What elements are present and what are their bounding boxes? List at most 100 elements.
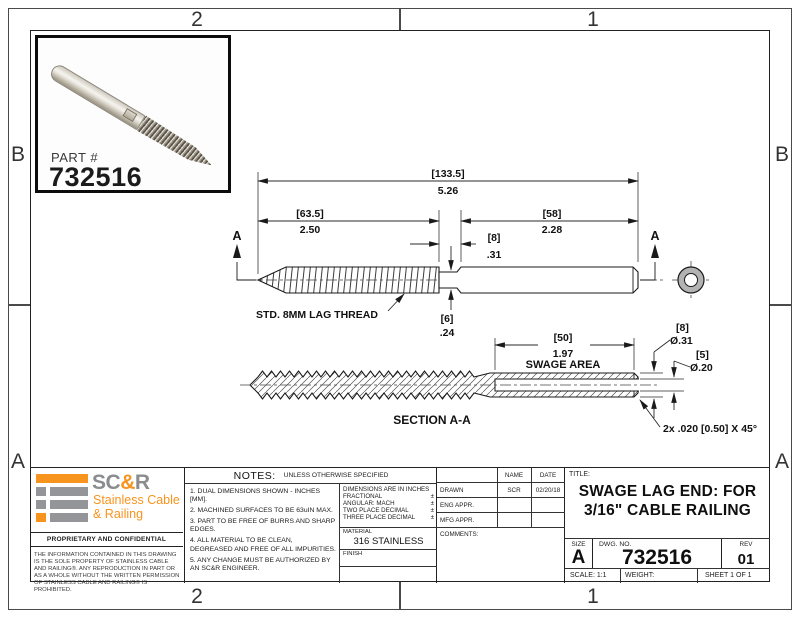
tol-label: FRACTIONAL — [343, 493, 383, 500]
swage-area-label: SWAGE AREA — [526, 359, 601, 371]
rev-value: 01 — [737, 551, 755, 568]
approvals-header-row: NAME DATE — [437, 468, 565, 483]
size-box: SIZE A — [565, 539, 593, 568]
note-item: 5. ANY CHANGE MUST BE AUTHORIZED BY AN S… — [190, 556, 331, 572]
scale-label: SCALE: 1:1 — [570, 572, 607, 579]
tolerance-column: DIMENSIONS ARE IN INCHES FRACTIONAL± ANG… — [339, 484, 437, 583]
zone-label-right-b: B — [774, 143, 789, 166]
dim-shank-in: 2.28 — [542, 224, 563, 236]
dim-shank-mm: [58] — [543, 208, 562, 220]
logo-r: R — [134, 471, 150, 494]
zone-label-bottom-2: 2 — [191, 585, 203, 608]
approval-label: DRAWN — [440, 487, 464, 494]
title-block: SC&R Stainless Cable & Railing PROPRIETA… — [30, 467, 770, 593]
sheet-label: SHEET 1 OF 1 — [705, 572, 752, 579]
notes-list: 1. DUAL DIMENSIONS SHOWN - INCHES [MM]. … — [190, 488, 336, 576]
main-body-profile — [438, 266, 639, 294]
dim-hole-mm: [5] — [696, 349, 709, 361]
approval-row-mfg: MFG APPR. — [437, 513, 565, 528]
section-view: [50] 1.97 SWAGE AREA [8] Ø.31 [5] Ø.20 2… — [240, 322, 757, 435]
rev-label: REV — [739, 541, 753, 548]
part-number-value: 732516 — [49, 162, 143, 192]
tol-value: ± — [430, 507, 434, 514]
approval-row-drawn: DRAWN SCR 02/20/18 — [437, 483, 565, 498]
note-item: 2. MACHINED SURFACES TO BE 63uIN MAX. — [190, 507, 333, 515]
part-number-label: PART # — [51, 150, 99, 165]
title-cell: TITLE: SWAGE LAG END: FOR 3/16" CABLE RA… — [565, 468, 770, 538]
zone-label-top-2: 2 — [191, 8, 203, 31]
size-label: SIZE — [571, 541, 586, 548]
dim-swage-in: 1.97 — [553, 348, 574, 360]
rev-box: REV 01 — [722, 539, 770, 568]
drawing-title-line1: SWAGE LAG END: FOR — [578, 483, 757, 500]
thread-note-label: STD. 8MM LAG THREAD — [256, 309, 378, 321]
size-row: SIZE A DWG. NO. 732516 REV 01 — [565, 538, 770, 569]
tol-label: THREE PLACE DECIMAL — [343, 514, 416, 521]
notes-header: NOTES: UNLESS OTHERWISE SPECIFIED — [185, 468, 437, 484]
material-box: MATERIAL 316 STAINLESS — [340, 528, 437, 550]
approval-date: 02/20/18 — [535, 487, 561, 494]
dim-swage-mm: [50] — [554, 332, 573, 344]
zone-tick-left — [8, 304, 30, 306]
material-value: 316 STAINLESS — [353, 536, 424, 547]
tolerance-header: DIMENSIONS ARE IN INCHES — [343, 486, 430, 493]
title-label: TITLE: — [569, 471, 591, 478]
end-view — [672, 261, 710, 299]
size-value: A — [571, 547, 586, 568]
company-logo-icon — [36, 473, 88, 525]
section-cut-line: A A — [232, 229, 660, 281]
dim-od-mm: [8] — [676, 322, 689, 334]
zone-label-bottom-1: 1 — [587, 585, 599, 608]
dim-hole-in: Ø.20 — [690, 362, 713, 374]
proprietary-banner: PROPRIETARY AND CONFIDENTIAL — [30, 532, 183, 547]
zone-tick-bottom — [399, 582, 401, 610]
weight-label: WEIGHT: — [625, 572, 655, 579]
dim-neck-dia-in: .24 — [440, 327, 455, 339]
dim-thread-mm: [63.5] — [296, 208, 323, 220]
note-item: 1. DUAL DIMENSIONS SHOWN - INCHES [MM]. — [190, 488, 321, 504]
part-photo-inset: PART # 732516 — [35, 35, 231, 193]
section-letter-left: A — [232, 229, 241, 243]
name-header: NAME — [504, 472, 524, 479]
dim-neck-len-in: .31 — [487, 249, 502, 261]
drawing-title-line2: 3/16" CABLE RAILING — [583, 502, 752, 519]
section-letter-right: A — [650, 229, 659, 243]
dim-neck-len-mm: [8] — [488, 232, 501, 244]
dim-neck-dia-mm: [6] — [441, 313, 454, 325]
company-tagline-1: Stainless Cable — [93, 493, 180, 507]
tol-value: ± — [430, 493, 434, 500]
finish-box: FINISH — [340, 550, 437, 567]
zone-tick-right — [770, 304, 792, 306]
section-title: SECTION A-A — [393, 413, 471, 427]
tolerance-box: DIMENSIONS ARE IN INCHES FRACTIONAL± ANG… — [340, 484, 437, 528]
dim-od-in: Ø.31 — [670, 335, 693, 347]
approvals-cell: NAME DATE DRAWN SCR 02/20/18 ENG APPR. M… — [437, 468, 565, 583]
comments-label: COMMENTS: — [440, 531, 479, 538]
company-tagline-2: & Railing — [93, 507, 144, 521]
zone-tick-top — [399, 8, 401, 30]
zone-label-left-a: A — [10, 450, 25, 473]
date-header: DATE — [539, 472, 557, 479]
approval-row-eng: ENG APPR. — [437, 498, 565, 513]
dim-overall-in: 5.26 — [438, 185, 459, 197]
comments-box: COMMENTS: — [437, 528, 565, 583]
notes-header-sub: UNLESS OTHERWISE SPECIFIED — [283, 472, 389, 479]
legal-disclaimer: THE INFORMATION CONTAINED IN THIS DRAWIN… — [34, 552, 180, 593]
note-item: 4. ALL MATERIAL TO BE CLEAN, DEGREASED A… — [190, 537, 336, 553]
company-name: SC&R — [92, 471, 150, 495]
tol-label: TWO PLACE DECIMAL — [343, 507, 409, 514]
note-item: 3. PART TO BE FREE OF BURRS AND SHARP ED… — [190, 518, 336, 534]
logo-cell: SC&R Stainless Cable & Railing PROPRIETA… — [30, 468, 185, 593]
finish-label: FINISH — [343, 551, 363, 557]
zone-label-top-1: 1 — [587, 8, 599, 31]
dim-thread-in: 2.50 — [300, 224, 321, 236]
approval-label: MFG APPR. — [440, 517, 475, 524]
dwg-no-label: DWG. NO. — [599, 541, 632, 548]
dwg-no-value: 732516 — [621, 546, 693, 569]
footer-row: SCALE: 1:1 WEIGHT: SHEET 1 OF 1 — [565, 568, 770, 583]
notes-header-title: NOTES: — [233, 469, 276, 482]
main-thread-profile — [256, 266, 440, 294]
material-label: MATERIAL — [343, 529, 373, 535]
drawing-title: SWAGE LAG END: FOR 3/16" CABLE RAILING — [565, 482, 770, 520]
